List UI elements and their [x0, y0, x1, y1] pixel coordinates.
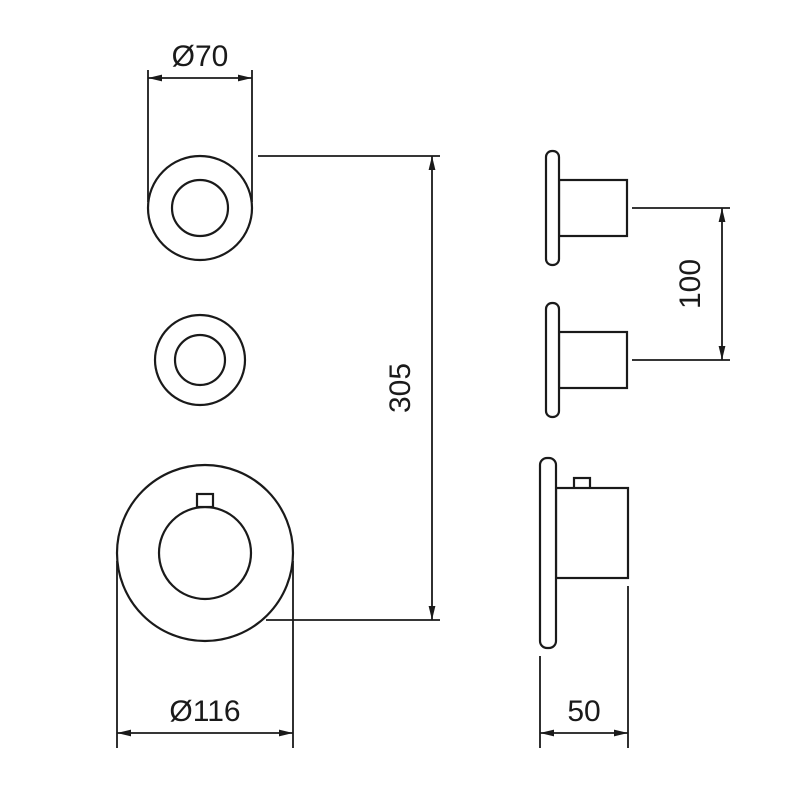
arrowhead-top	[718, 208, 726, 222]
dim-label-overall-height: 305	[384, 363, 417, 413]
middle-handle-side-body	[557, 330, 629, 390]
dim-label-depth: 50	[567, 695, 600, 728]
dim-overall-height: 305	[258, 155, 440, 621]
arrowhead-top	[428, 156, 436, 170]
arrowhead-bottom	[718, 346, 726, 360]
middle-handle-inner-circle	[173, 333, 227, 387]
middle-handle-side-plate	[544, 301, 561, 419]
thermostat-inner-circle	[157, 505, 253, 601]
arrowhead-right	[614, 729, 628, 737]
arrowhead-left	[117, 729, 131, 737]
arrowhead-left	[148, 74, 162, 82]
top-handle-inner-circle	[170, 178, 230, 238]
side-view	[538, 149, 630, 650]
thermostat-button-notch	[195, 492, 215, 509]
dim-handle-spacing: 100	[632, 207, 730, 361]
thermostat-side-body	[554, 486, 630, 580]
dim-label-top-diameter: Ø70	[172, 40, 229, 73]
middle-handle-outer-circle	[153, 313, 247, 407]
dim-thermostat-diameter: Ø116	[116, 561, 294, 748]
dim-depth: 50	[539, 586, 629, 748]
dim-label-handle-spacing: 100	[674, 259, 707, 309]
front-view	[115, 154, 295, 643]
arrowhead-right	[279, 729, 293, 737]
thermostat-outer-circle	[115, 463, 295, 643]
top-handle-outer-circle	[146, 154, 254, 262]
dim-label-thermostat-diameter: Ø116	[169, 695, 240, 728]
arrowhead-right	[238, 74, 252, 82]
thermostat-side-plate	[538, 456, 558, 650]
dim-top-handle-diameter: Ø70	[147, 40, 253, 202]
top-handle-side-plate	[544, 149, 561, 267]
arrowhead-bottom	[428, 606, 436, 620]
arrowhead-left	[540, 729, 554, 737]
top-handle-side-body	[557, 178, 629, 238]
